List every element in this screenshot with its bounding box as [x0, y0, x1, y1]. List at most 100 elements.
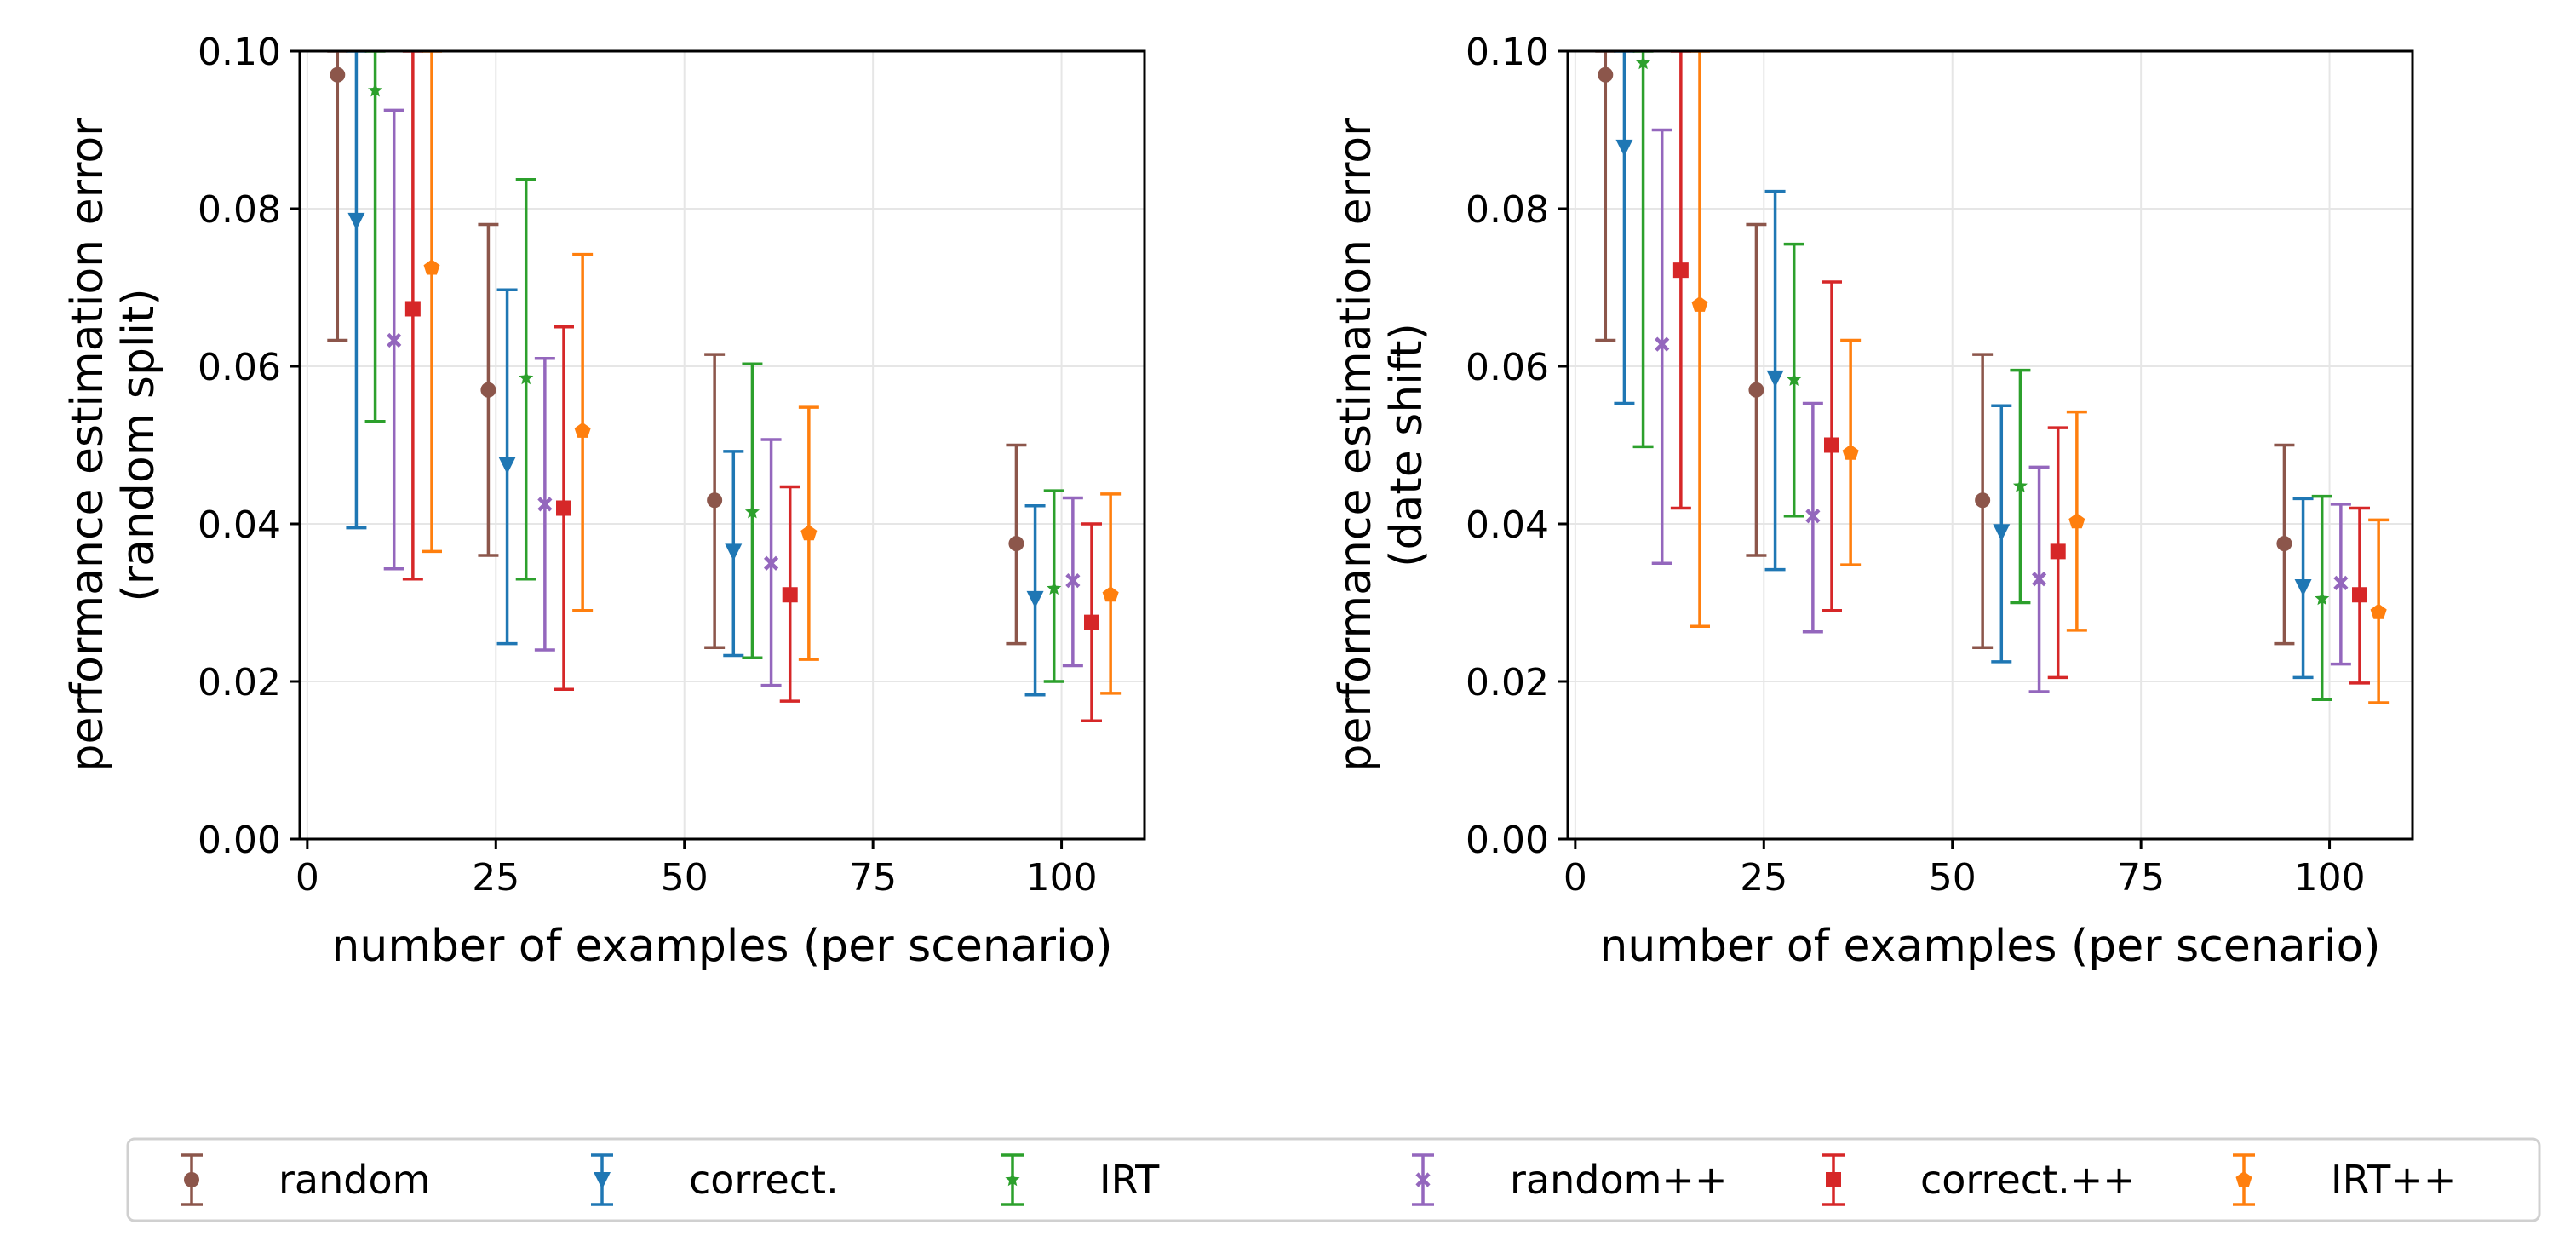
- series-correct-plus-plus: [402, 51, 1102, 722]
- data-point: [1787, 371, 1802, 386]
- data-point: [2294, 579, 2312, 596]
- legend-item-random: random: [181, 1153, 430, 1206]
- data-point: [1084, 614, 1099, 630]
- data-point: [387, 332, 402, 348]
- x-tick-label: 75: [2117, 856, 2165, 900]
- data-point: [1065, 573, 1081, 589]
- y-axis-label-line2: (date shift): [1381, 323, 1432, 567]
- x-tick-label: 25: [472, 856, 519, 900]
- data-point: [2276, 536, 2292, 552]
- data-point: [707, 492, 723, 509]
- data-point: [2012, 478, 2028, 492]
- data-point: [330, 66, 346, 83]
- legend-label: correct.++: [1920, 1157, 2136, 1203]
- data-point: [1008, 536, 1024, 552]
- data-point: [1842, 444, 1859, 460]
- legend-marker: [1415, 1172, 1431, 1187]
- data-point: [574, 422, 591, 438]
- series-random-plus-plus: [383, 108, 1083, 687]
- legend-item-irt-plus-plus: IRT++: [2233, 1153, 2456, 1206]
- data-point: [2050, 543, 2066, 560]
- data-point: [480, 382, 496, 398]
- legend: random correct. IRT random++ correct.++ IRT++: [126, 1137, 2541, 1222]
- data-point: [519, 370, 534, 385]
- plot-area: [327, 51, 1122, 722]
- data-point: [498, 457, 516, 474]
- x-tick-label: 50: [661, 856, 709, 900]
- x-axis-label: number of examples (per scenario): [1599, 921, 2380, 972]
- data-point: [1824, 437, 1839, 453]
- data-point: [1691, 296, 1708, 312]
- legend-marker: [2235, 1171, 2252, 1187]
- y-axis-label: performance estimation error: [62, 118, 113, 773]
- series-irt-plus-plus: [1690, 51, 2390, 704]
- data-point: [1102, 586, 1119, 602]
- data-point: [2333, 575, 2349, 590]
- legend-label: IRT++: [2331, 1157, 2456, 1203]
- y-tick-label: 0.04: [198, 503, 281, 547]
- data-point: [404, 301, 421, 317]
- data-point: [2068, 513, 2085, 529]
- data-point: [347, 212, 365, 230]
- y-tick-label: 0.10: [198, 31, 281, 74]
- data-point: [556, 500, 571, 516]
- data-point: [2031, 572, 2047, 587]
- y-axis-label: performance estimation error: [1330, 118, 1381, 773]
- data-point: [1636, 55, 1651, 70]
- data-point: [1993, 524, 2011, 542]
- y-tick-label: 0.08: [1466, 188, 1549, 232]
- series-correct-plus-plus: [1670, 51, 2370, 685]
- y-tick-label: 0.06: [198, 346, 281, 389]
- x-tick-label: 0: [295, 856, 319, 900]
- x-tick-label: 75: [849, 856, 897, 900]
- legend-item-random-plus-plus: random++: [1412, 1153, 1728, 1206]
- series-random: [1595, 51, 2295, 649]
- legend-item-correct: correct.: [591, 1153, 839, 1206]
- data-point: [782, 587, 798, 603]
- data-point: [1805, 509, 1821, 524]
- legend-item-correct-plus-plus: correct.++: [1822, 1153, 2136, 1206]
- x-axis-label: number of examples (per scenario): [331, 921, 1112, 972]
- x-tick-label: 25: [1740, 856, 1787, 900]
- x-tick-label: 100: [1026, 856, 1098, 900]
- series-irt: [1632, 51, 2332, 702]
- data-point: [1655, 336, 1670, 352]
- y-tick-label: 0.00: [1466, 819, 1549, 862]
- series-irt-plus-plus: [422, 51, 1122, 695]
- series-irt: [364, 51, 1064, 683]
- y-tick-label: 0.10: [1466, 31, 1549, 74]
- x-tick-label: 50: [1929, 856, 1976, 900]
- series-correct: [1614, 51, 2314, 680]
- data-point: [725, 543, 743, 561]
- data-point: [1598, 66, 1614, 83]
- chart-panel-date-shift: 0 25 50 75 100 0.00 0.02 0.04 0.06 0.08 0.10 number…: [1330, 31, 2414, 972]
- y-tick-label: 0.02: [1466, 661, 1549, 704]
- axes-frame: [298, 49, 1146, 841]
- data-point: [1975, 492, 1991, 509]
- plot-area: [1595, 51, 2390, 704]
- y-tick-label: 0.08: [198, 188, 281, 232]
- legend-label: IRT: [1099, 1157, 1160, 1203]
- legend-label: random++: [1510, 1157, 1728, 1203]
- x-tick-label: 0: [1563, 856, 1587, 900]
- data-point: [1047, 580, 1062, 595]
- legend-item-irt: IRT: [1001, 1153, 1160, 1206]
- data-point: [2370, 603, 2387, 619]
- series-random-plus-plus: [1651, 128, 2351, 693]
- axes-frame: [1566, 49, 2414, 841]
- y-tick-label: 0.00: [198, 819, 281, 862]
- data-point: [368, 83, 383, 97]
- data-point: [2352, 587, 2367, 603]
- x-tick-label: 100: [2294, 856, 2366, 900]
- legend-marker: [1005, 1172, 1020, 1187]
- y-tick-label: 0.06: [1466, 346, 1549, 389]
- data-point: [1672, 262, 1689, 279]
- y-tick-label: 0.04: [1466, 503, 1549, 547]
- data-point: [1748, 382, 1764, 398]
- data-point: [423, 259, 440, 275]
- data-point: [800, 525, 818, 541]
- data-point: [763, 555, 779, 571]
- data-point: [744, 504, 760, 519]
